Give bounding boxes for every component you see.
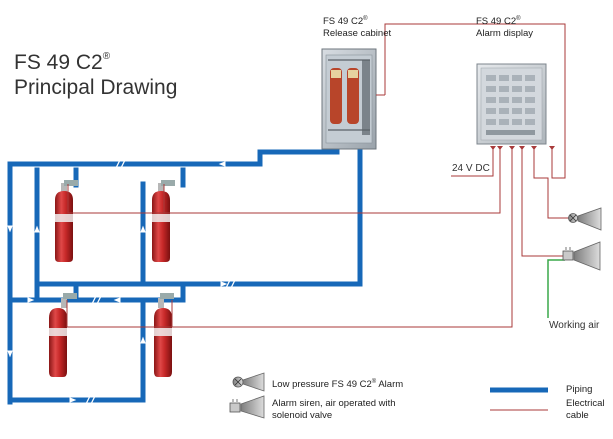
flow-arrows [7, 161, 228, 403]
flow-arrow [218, 161, 226, 167]
cable-siren [521, 148, 568, 257]
break-mark [225, 279, 236, 289]
flow-arrow [69, 397, 77, 403]
release-cabinet-label-line2: Release cabinet [323, 28, 392, 40]
cylinder-2 [152, 180, 175, 262]
cable-low-pressure [533, 148, 574, 219]
legend-cable-line1: Electrical [566, 398, 605, 409]
cable-lower-cylinders [66, 148, 513, 328]
cylinder-3 [49, 293, 77, 377]
display-terminals [490, 146, 555, 150]
release-cabinet [321, 48, 377, 150]
legend-low-pressure-label: Low pressure FS 49 C2® Alarm [272, 376, 403, 391]
release-cabinet-label: FS 49 C2® Release cabinet [323, 13, 391, 40]
flow-arrow [140, 225, 146, 233]
title-product: FS 49 C2 [14, 51, 103, 74]
flow-arrow [113, 297, 121, 303]
cylinder-1 [55, 180, 78, 262]
legend-cable-line2: cable [566, 410, 589, 421]
working-air-line [547, 259, 565, 318]
legend-piping-label: Piping [566, 384, 593, 395]
legend-low-pressure-reg: ® [371, 379, 377, 385]
flow-arrow [65, 167, 73, 173]
page-title: FS 49 C2® Principal Drawing [14, 46, 177, 100]
break-marks [85, 159, 288, 405]
siren-horn [562, 241, 601, 271]
release-cabinet-product: FS 49 C2 [323, 16, 364, 28]
flow-arrow [34, 225, 40, 233]
flow-arrow [27, 297, 35, 303]
legend-siren-line2: solenoid valve [272, 410, 333, 421]
alarm-display-reg-mark: ® [516, 16, 521, 22]
flow-arrow [34, 336, 40, 344]
break-mark [277, 159, 288, 169]
flow-arrow [220, 281, 228, 287]
legend-cable-label: Electrical cable [566, 398, 605, 422]
legend-low-pressure-icon [232, 372, 265, 392]
cylinder-4 [154, 293, 174, 377]
break-mark [85, 395, 96, 405]
flow-arrow [7, 225, 13, 233]
release-cabinet-reg-mark: ® [363, 16, 368, 22]
title-line-1: FS 49 C2® [14, 46, 177, 75]
cable-upper-cylinders [67, 148, 501, 214]
cable-display-cabinet [384, 23, 566, 179]
alarm-display-label-line1: FS 49 C2® [476, 13, 533, 28]
legend-siren-line1: Alarm siren, air operated with [272, 398, 396, 409]
break-mark [115, 159, 126, 169]
break-mark [91, 295, 102, 305]
alarm-display-label-line2: Alarm display [476, 28, 534, 40]
low-pressure-alarm-horn [568, 207, 602, 231]
power-supply-label: 24 V DC [452, 163, 490, 174]
legend-siren-label: Alarm siren, air operated with solenoid … [272, 398, 396, 422]
title-line-2: Principal Drawing [14, 76, 178, 99]
pipe-lower-loop [7, 297, 146, 403]
legend [229, 372, 548, 419]
working-air-label: Working air [549, 320, 600, 331]
cable-power-feed [451, 148, 494, 177]
alarm-display [476, 63, 547, 145]
legend-low-pressure-suffix: Alarm [376, 379, 404, 391]
flow-arrow [140, 336, 146, 344]
legend-siren-icon [229, 395, 265, 419]
release-cabinet-label-line1: FS 49 C2® [323, 13, 391, 28]
flow-arrow [7, 350, 13, 358]
title-registered-mark: ® [102, 51, 111, 62]
electrical-cables [66, 23, 574, 328]
legend-low-pressure-prefix: Low pressure FS 49 C2 [272, 379, 372, 391]
alarm-display-label: FS 49 C2® Alarm display [476, 13, 533, 40]
alarm-display-product: FS 49 C2 [476, 16, 517, 28]
